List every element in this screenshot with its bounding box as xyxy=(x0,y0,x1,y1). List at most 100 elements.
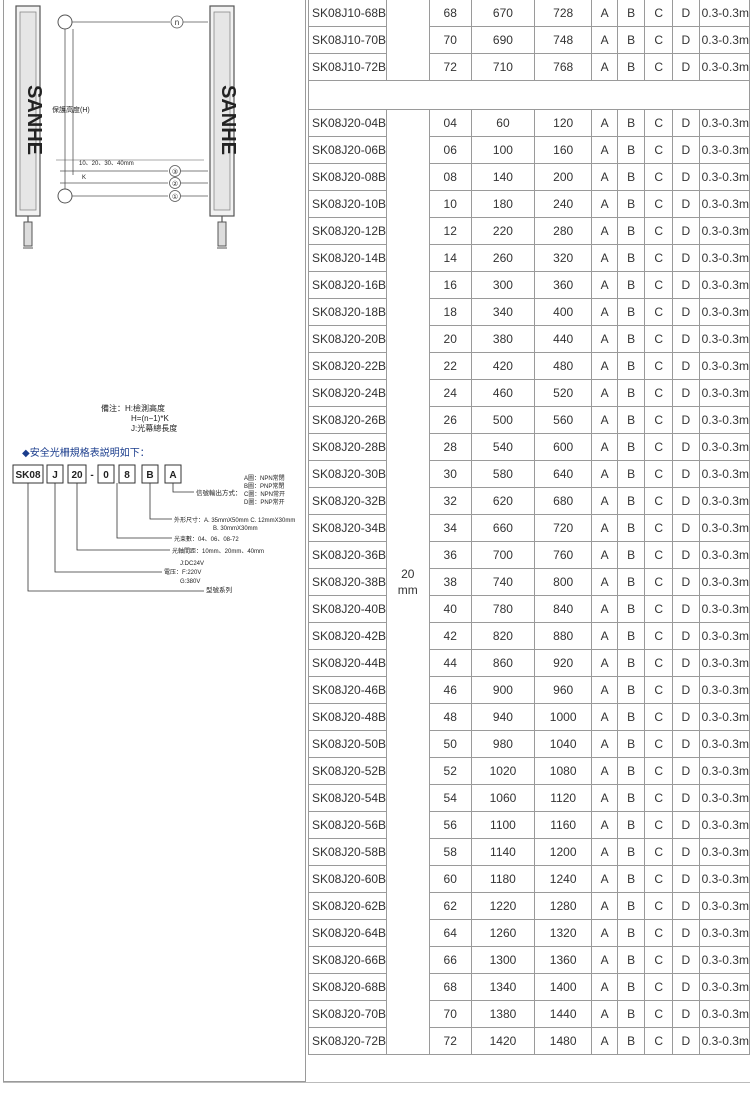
model-cell: SK08J20-32B xyxy=(307,487,388,515)
length-cell: 360 xyxy=(534,271,593,299)
model-cell: SK08J20-66B xyxy=(307,946,388,974)
beams-cell: 40 xyxy=(428,595,472,623)
model-cell: SK08J20-08B xyxy=(307,163,388,191)
right-brand-text: SANHE xyxy=(217,85,239,155)
beams-cell: 14 xyxy=(428,244,472,272)
beams-cell: 04 xyxy=(428,109,472,137)
range-cell: 0.3-0.3m xyxy=(698,217,750,245)
output-a-cell: A xyxy=(591,919,618,947)
output-b-cell: B xyxy=(616,190,646,218)
output-d-cell: D xyxy=(672,703,700,731)
length-cell: 480 xyxy=(534,352,593,380)
length-cell: 1400 xyxy=(534,973,593,1001)
height-cell: 620 xyxy=(470,487,536,515)
beam-count-label: 光束數：04、06、08-72 xyxy=(174,535,239,543)
output-a-cell: A xyxy=(591,622,618,650)
output-b-cell: B xyxy=(616,838,646,866)
length-cell: 880 xyxy=(534,622,593,650)
output-c-cell: C xyxy=(644,244,673,272)
height-cell: 860 xyxy=(470,649,536,677)
output-c-cell: C xyxy=(644,0,673,27)
height-cell: 1100 xyxy=(470,811,536,839)
height-cell: 180 xyxy=(470,190,536,218)
beams-cell: 72 xyxy=(428,53,472,81)
beam-n-emitter xyxy=(57,14,73,30)
beams-cell: 34 xyxy=(428,514,472,542)
length-cell: 1160 xyxy=(534,811,593,839)
code-box-beams-2 xyxy=(118,464,136,484)
height-cell: 1180 xyxy=(470,865,536,893)
code-box-series-text: SK08 xyxy=(15,470,40,481)
output-b-cell: B xyxy=(616,0,646,27)
beam-count-leader xyxy=(116,483,172,539)
beam-1-marker xyxy=(169,190,181,202)
beams-cell: 52 xyxy=(428,757,472,785)
height-cell: 420 xyxy=(470,352,536,380)
output-c-cell: C xyxy=(644,541,673,569)
output-a-cell: A xyxy=(591,352,618,380)
output-a-cell: A xyxy=(591,649,618,677)
output-a-cell: A xyxy=(591,514,618,542)
output-leader xyxy=(172,483,194,493)
right-connector xyxy=(217,221,227,247)
output-option-d: D圖：PNP常开 xyxy=(244,498,285,506)
output-d-cell: D xyxy=(672,919,700,947)
output-d-cell: D xyxy=(672,649,700,677)
height-cell: 1260 xyxy=(470,919,536,947)
output-c-cell: C xyxy=(644,838,673,866)
voltage-leader xyxy=(54,483,162,573)
output-c-cell: C xyxy=(644,190,673,218)
range-cell: 0.3-0.3m xyxy=(698,784,750,812)
output-b-cell: B xyxy=(616,973,646,1001)
size-label-2: B. 30mmX30mm xyxy=(213,526,258,532)
model-cell: SK08J20-64B xyxy=(307,919,388,947)
beams-cell: 56 xyxy=(428,811,472,839)
beam-pitch-cell xyxy=(386,0,430,81)
length-cell: 1200 xyxy=(534,838,593,866)
code-box-beams-1 xyxy=(97,464,115,484)
output-a-cell: A xyxy=(591,973,618,1001)
voltage-label: 電压：F:220V xyxy=(164,569,201,576)
height-cell: 820 xyxy=(470,622,536,650)
table-gap-row xyxy=(308,80,750,110)
range-cell: 0.3-0.3m xyxy=(698,352,750,380)
length-cell: 680 xyxy=(534,487,593,515)
range-cell: 0.3-0.3m xyxy=(698,541,750,569)
output-d-cell: D xyxy=(672,190,700,218)
beams-cell: 70 xyxy=(428,1000,472,1028)
output-a-cell: A xyxy=(591,784,618,812)
range-cell: 0.3-0.3m xyxy=(698,622,750,650)
output-c-cell: C xyxy=(644,1000,673,1028)
length-cell: 120 xyxy=(534,109,593,137)
model-cell: SK08J20-38B xyxy=(307,568,388,596)
output-b-cell: B xyxy=(616,865,646,893)
note-line-3: J:光幕總長度 xyxy=(131,423,177,433)
output-d-cell: D xyxy=(672,676,700,704)
range-cell: 0.3-0.3m xyxy=(698,703,750,731)
k-label: K xyxy=(82,175,86,181)
output-c-cell: C xyxy=(644,784,673,812)
beams-cell: 06 xyxy=(428,136,472,164)
output-d-cell: D xyxy=(672,595,700,623)
output-b-cell: B xyxy=(616,595,646,623)
output-c-cell: C xyxy=(644,757,673,785)
output-c-cell: C xyxy=(644,460,673,488)
output-a-cell: A xyxy=(591,757,618,785)
height-cell: 1140 xyxy=(470,838,536,866)
output-b-cell: B xyxy=(616,811,646,839)
length-cell: 440 xyxy=(534,325,593,353)
output-a-cell: A xyxy=(591,53,618,81)
range-cell: 0.3-0.3m xyxy=(698,460,750,488)
height-cell: 260 xyxy=(470,244,536,272)
height-cell: 740 xyxy=(470,568,536,596)
height-cell: 1020 xyxy=(470,757,536,785)
